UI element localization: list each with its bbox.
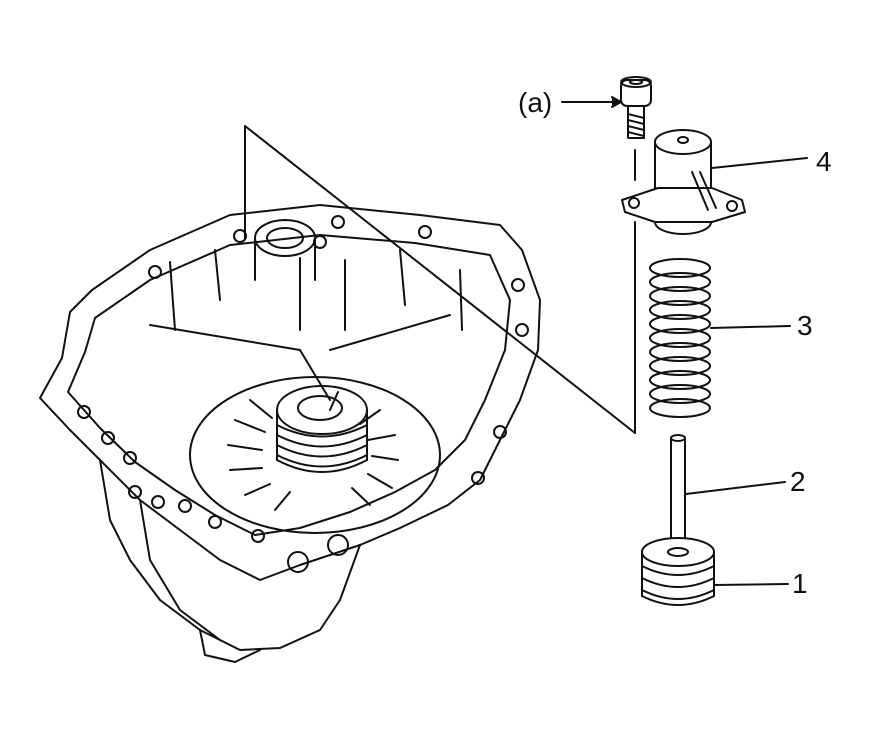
callout-2-label: 2 [790,466,806,497]
part-3-spring [649,258,791,418]
callout-3-label: 3 [797,310,813,341]
part-4-cover [621,129,808,235]
part-2-rod [670,434,786,551]
reference-bracket-lines [244,125,636,434]
transmission-housing [39,204,541,663]
callout-4-label: 4 [816,146,832,177]
callout-1-label: 1 [792,568,808,599]
bolt-a [561,76,652,139]
part-1-piston [641,537,789,606]
callout-a-label: (a) [518,87,553,118]
